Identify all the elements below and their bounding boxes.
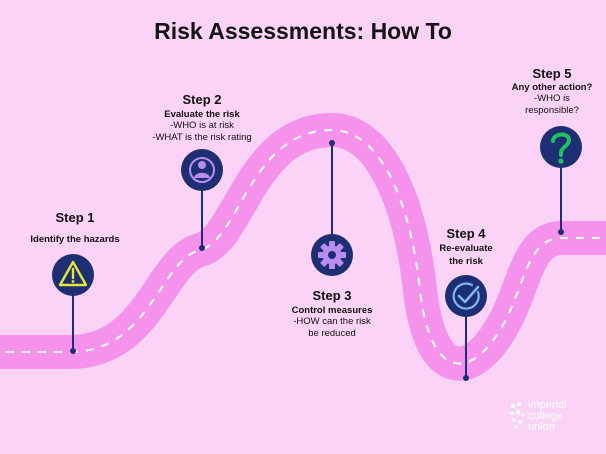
winding-road [0,112,606,381]
gear-icon [318,241,346,269]
question-icon [551,132,571,164]
pin-dot [329,140,335,146]
check-icon [452,282,480,310]
step-detail: -WHO is at risk [170,120,234,131]
pin-step3 [311,140,353,276]
step-detail: -HOW can the risk [293,316,371,327]
step-subtitle: Evaluate the risk [164,109,240,120]
road-center-dashes [0,128,606,365]
pin-step1 [52,254,94,354]
pin-dot [463,375,469,381]
step-detail: -WHAT is the risk rating [152,132,252,143]
step-subtitle: Any other action? [511,82,593,93]
step-title: Step 2 [182,92,222,107]
icon-circle [445,275,487,317]
step-title: Step 3 [312,288,352,303]
step-subtitle: Identify the hazards [30,234,120,245]
step-detail: be reduced [308,328,356,339]
pin-step4 [445,275,487,381]
step-title: Step 5 [532,66,572,81]
pin-dot [558,229,564,235]
logo-word: imperial [528,399,567,411]
step-5-label: Step 5 Any other action? -WHO is respons… [500,66,604,117]
step-1-label: Step 1 Identify the hazards [10,210,140,245]
step-subtitle-line2: the risk [449,256,483,267]
step-3-label: Step 3 Control measures -HOW can the ris… [262,288,402,340]
step-detail: responsible? [525,105,579,116]
pin-dot [199,245,205,251]
logo-word: union [528,421,555,433]
diagram-title: Risk Assessments: How To [154,18,452,44]
person-icon [189,157,215,183]
icon-circle [181,149,223,191]
step-title: Step 4 [446,226,486,241]
step-4-label: Step 4 Re-evaluate the risk [408,226,524,267]
logo-words: imperial college union [528,400,567,433]
step-2-label: Step 2 Evaluate the risk -WHO is at risk… [132,92,272,144]
warning-icon [58,260,88,287]
logo-dots [510,402,525,429]
step-title: Step 1 [55,210,95,225]
icon-circle [540,126,582,168]
step-subtitle: Control measures [291,305,373,316]
pin-dot [70,348,76,354]
pin-step5 [540,126,582,235]
step-detail: -WHO is [534,93,570,104]
logo-word: college [528,410,563,422]
step-subtitle: Re-evaluate [439,243,493,254]
pin-step2 [181,149,223,251]
